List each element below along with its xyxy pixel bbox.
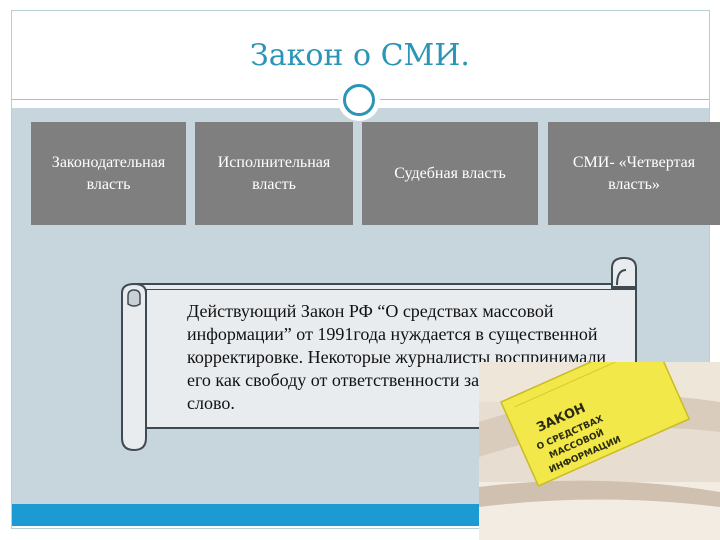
- box-media: СМИ- «Четвертая власть»: [548, 122, 720, 225]
- box-executive: Исполнительная власть: [195, 122, 353, 225]
- booklet-illustration: ЗАКОН О СРЕДСТВАХ МАССОВОЙ ИНФОРМАЦИИ: [479, 362, 720, 540]
- box-judicial-label: Судебная власть: [394, 164, 506, 182]
- circle-ring-icon: [343, 84, 375, 116]
- slide-title: Закон о СМИ.: [250, 38, 470, 73]
- box-legislative-label: Законодательная власть: [51, 153, 166, 193]
- slide-frame: [11, 10, 710, 529]
- scroll-text: Действующий Закон РФ “О средствах массов…: [187, 301, 607, 413]
- box-executive-label: Исполнительная власть: [217, 153, 331, 193]
- box-judicial: Судебная власть: [362, 122, 538, 225]
- box-legislative: Законодательная власть: [31, 122, 186, 225]
- box-media-label: СМИ- «Четвертая власть»: [572, 153, 696, 193]
- law-booklet-photo: ЗАКОН О СРЕДСТВАХ МАССОВОЙ ИНФОРМАЦИИ: [479, 362, 720, 540]
